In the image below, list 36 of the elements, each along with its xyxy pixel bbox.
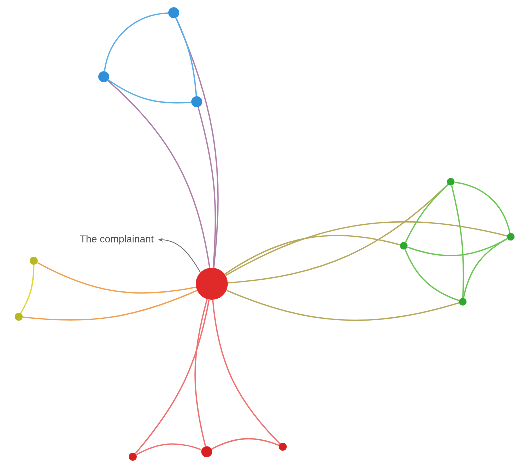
connector-line — [226, 290, 460, 322]
connector-line — [212, 438, 280, 450]
dot — [447, 178, 455, 186]
connector-line — [463, 238, 508, 298]
connector-line — [20, 265, 35, 314]
connector-line — [176, 18, 198, 96]
dot — [279, 442, 287, 451]
connector-line — [194, 299, 208, 447]
dot — [15, 312, 23, 321]
connector-line — [23, 290, 198, 321]
connector-line — [108, 80, 192, 104]
connector-line — [108, 80, 211, 268]
connector-line — [405, 184, 449, 243]
dot — [129, 452, 137, 461]
connector-line — [104, 12, 168, 72]
connector-line — [224, 235, 400, 275]
dot — [202, 446, 212, 458]
dot — [459, 298, 467, 306]
dot — [168, 8, 180, 18]
connector-line — [136, 444, 202, 456]
dot — [196, 268, 228, 300]
connector-line — [176, 18, 219, 268]
dot — [400, 242, 408, 250]
connector-line — [226, 221, 508, 276]
dot — [98, 72, 110, 82]
dot — [30, 257, 38, 265]
connector-line — [404, 249, 460, 302]
node-label: The complainant — [80, 235, 154, 245]
dot — [192, 96, 202, 108]
connector-line — [454, 182, 511, 234]
connector-line — [37, 262, 196, 294]
connector-line — [212, 300, 281, 444]
connector-line — [198, 107, 216, 268]
connector-line — [135, 300, 210, 454]
dot — [507, 233, 515, 241]
connector-line — [451, 186, 464, 298]
